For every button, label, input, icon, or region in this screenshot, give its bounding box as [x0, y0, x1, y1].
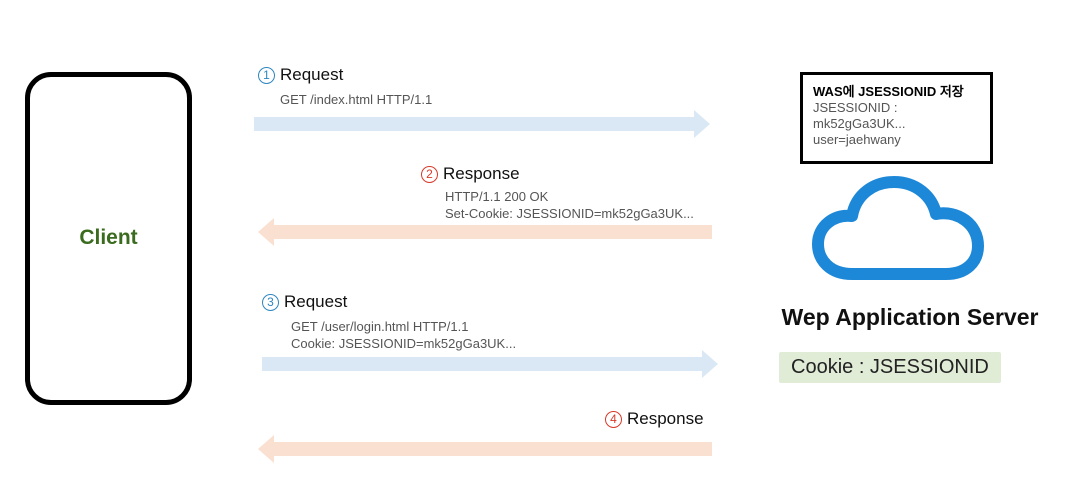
step-3-number: 3	[262, 293, 279, 311]
step-1-title: 1 Request	[258, 65, 343, 85]
cookie-tag: Cookie : JSESSIONID	[779, 352, 1001, 383]
step-1-label: Request	[280, 65, 344, 84]
step-2-number: 2	[421, 165, 438, 183]
step-2-set-cookie-line: Set-Cookie: JSESSIONID=mk52gGa3UK...	[445, 206, 694, 221]
client-label: Client	[79, 226, 138, 249]
request-arrow-1	[254, 110, 710, 138]
was-store-title: WAS에 JSESSIONID 저장	[813, 84, 964, 99]
step-3-title: 3 Request	[262, 292, 347, 312]
response-arrow-2	[258, 218, 712, 246]
request-arrow-3	[262, 350, 718, 378]
step-2-title: 2 Response	[421, 164, 520, 184]
step-4-title: 4 Response	[605, 409, 704, 429]
server-label: Wep Application Server	[781, 304, 1039, 330]
step-3-cookie-line: Cookie: JSESSIONID=mk52gGa3UK...	[291, 336, 517, 351]
step-4-number: 4	[605, 410, 622, 428]
response-arrow-4	[258, 435, 712, 463]
step-1-number: 1	[258, 66, 275, 84]
was-store-line-3: user=jaehwany	[813, 132, 901, 147]
was-store-line-1: JSESSIONID :	[813, 100, 898, 115]
was-store-line-2: mk52gGa3UK...	[813, 116, 906, 131]
step-1-request-line: GET /index.html HTTP/1.1	[280, 92, 433, 107]
step-4-label: Response	[627, 409, 704, 428]
step-3-label: Request	[284, 292, 348, 311]
step-3-request-line: GET /user/login.html HTTP/1.1	[291, 319, 469, 334]
was-session-store-box: WAS에 JSESSIONID 저장 JSESSIONID : mk52gGa3…	[800, 72, 993, 164]
cloud-icon	[812, 176, 984, 280]
step-2-label: Response	[443, 164, 520, 183]
step-2-status-line: HTTP/1.1 200 OK	[445, 189, 549, 204]
client-device-frame	[25, 72, 192, 405]
